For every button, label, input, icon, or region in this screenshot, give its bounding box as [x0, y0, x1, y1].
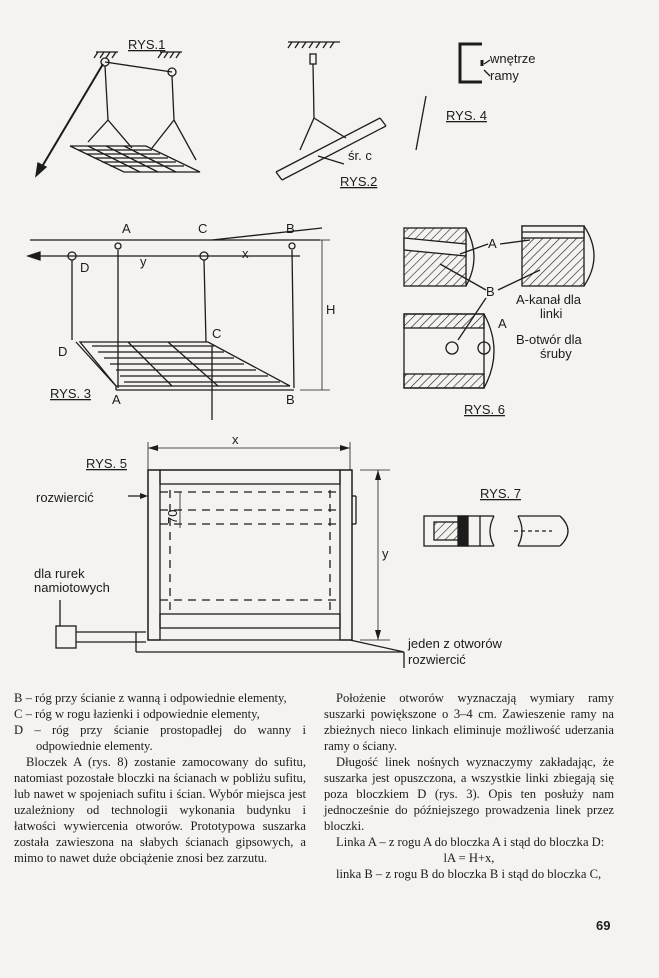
figure-rys1: RYS.1 [35, 37, 201, 178]
figure-rys4: wnętrze ramy RYS. 4 [415, 42, 536, 151]
rys3-dim-y: y [140, 254, 147, 269]
page-number: 69 [596, 918, 611, 933]
figure-rys5: x y 70 rozwiercić dla rurek namiotowych … [34, 432, 503, 668]
rys6-legend-b-1: B-otwór dla [516, 332, 583, 347]
rys6-title: RYS. 6 [464, 402, 505, 417]
rys5-label-otwor-1: jeden z otworów [407, 636, 503, 651]
rys5-dim-x: x [232, 432, 239, 447]
left-text-column: B – róg przy ścianie z wanną i odpowiedn… [14, 690, 306, 866]
figure-rys2: śr. c RYS.2 [275, 41, 387, 189]
paragraph-dlugosc: Długość linek nośnych wyznaczymy zakłada… [324, 755, 614, 833]
formula-la: lA = H+x, [443, 851, 495, 865]
rys3-point-b-top: B [286, 221, 295, 236]
figure-rys6: A B A A-kanał dla linki B-otwór dla śrub… [403, 225, 595, 417]
rys5-label-rurek-2: namiotowych [34, 580, 110, 595]
figures-area: RYS.1 śr. c RYS.2 wnętrze ramy RYS. 4 [25, 37, 595, 668]
rys2-title: RYS.2 [340, 174, 377, 189]
paragraph-polozenie: Położenie otworów wyznaczają wymiary ram… [324, 691, 614, 753]
rys5-dim-y: y [382, 546, 389, 561]
figure-rys7: RYS. 7 [423, 486, 569, 547]
rys3-title: RYS. 3 [50, 386, 91, 401]
list-item-d: D – róg przy ścianie prostopadłej do wan… [14, 723, 307, 753]
rys3-point-d-bottom: D [58, 344, 67, 359]
rys2-label: śr. c [348, 148, 372, 163]
rys3-dim-x: x [242, 246, 249, 261]
rys6-mark-a-1: A [488, 236, 497, 251]
figure-rys3: A C B D y x H C D A B RYS. 3 [25, 221, 335, 420]
rys3-point-a-bottom: A [112, 392, 121, 407]
paragraph-linka-a: Linka A – z rogu A do bloczka A i stąd d… [336, 835, 605, 849]
rys4-title: RYS. 4 [446, 108, 487, 123]
rys3-point-c-top: C [198, 221, 207, 236]
rys3-point-d-top: D [80, 260, 89, 275]
rys5-title: RYS. 5 [86, 456, 127, 471]
rys3-point-a-top: A [122, 221, 131, 236]
rys6-mark-a-2: A [498, 316, 507, 331]
list-item-c: C – róg w rogu łazienki i odpowiednie el… [14, 707, 260, 721]
rys6-legend-b-2: śruby [540, 346, 572, 361]
list-item-b: B – róg przy ścianie z wanną i odpowiedn… [14, 691, 287, 705]
paragraph-linka-b: linka B – z rogu B do bloczka B i stąd d… [336, 867, 602, 881]
rys4-label-2: ramy [490, 68, 519, 83]
rys5-label-otwor-2: rozwiercić [408, 652, 466, 667]
paragraph-bloczek: Bloczek A (rys. 8) zostanie zamocowany d… [14, 755, 306, 865]
rys7-title: RYS. 7 [480, 486, 521, 501]
rys5-label-rozwiercic: rozwiercić [36, 490, 94, 505]
rys5-label-rurek-1: dla rurek [34, 566, 85, 581]
right-text-column: Położenie otworów wyznaczają wymiary ram… [324, 690, 614, 882]
rys3-point-b-bottom: B [286, 392, 295, 407]
rys1-title: RYS.1 [128, 37, 165, 52]
rys4-label-1: wnętrze [489, 51, 536, 66]
rys5-dim-70: 70 [165, 510, 180, 524]
rys6-legend-a-1: A-kanał dla [516, 292, 582, 307]
rys3-dim-h: H [326, 302, 335, 317]
rys6-mark-b: B [486, 284, 495, 299]
rys3-point-c-bottom: C [212, 326, 221, 341]
rys6-legend-a-2: linki [540, 306, 563, 321]
